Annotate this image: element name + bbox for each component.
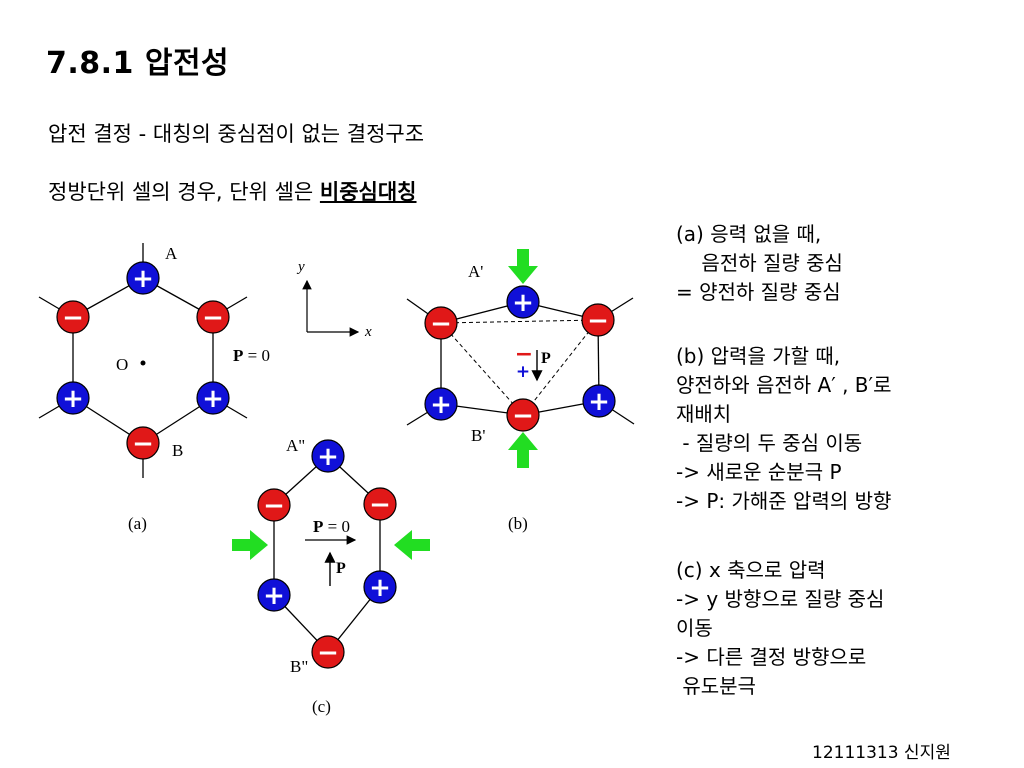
arrow-icon xyxy=(508,432,538,468)
ion-positive: + xyxy=(126,261,160,295)
charge-sign: + xyxy=(202,384,224,414)
ion-negative: − xyxy=(257,488,291,522)
tetragonal-text: 정방단위 셀의 경우, 단위 셀은 비중심대칭 xyxy=(48,176,417,206)
ion-negative: − xyxy=(581,303,615,337)
label-a-center: O xyxy=(116,355,128,374)
definition-text: 압전 결정 - 대칭의 중심점이 없는 결정구조 xyxy=(48,122,425,146)
center-negative-sign: − xyxy=(515,342,533,367)
axes: y x xyxy=(296,259,372,340)
polarization-c-value: = 0 xyxy=(323,517,350,536)
ion-negative: − xyxy=(506,398,540,432)
charge-sign: − xyxy=(317,638,339,668)
tetragonal-text-prefix: 정방단위 셀의 경우, 단위 셀은 xyxy=(48,180,320,204)
arrow-icon xyxy=(232,530,268,560)
description-b: (b) 압력을 가할 때, 양전하와 음전하 A′ , B′로 재배치 - 질량… xyxy=(676,344,892,513)
charge-sign: − xyxy=(369,490,391,520)
charge-sign: + xyxy=(588,387,610,417)
charge-sign: + xyxy=(512,288,534,318)
x-axis-label: x xyxy=(364,324,372,340)
ion-positive: + xyxy=(363,570,397,604)
charge-sign: + xyxy=(317,442,339,472)
figure-a: A B O P = 0 (a) + − + − + − xyxy=(38,243,270,533)
polarization-b-symbol: P xyxy=(541,350,551,367)
label-b-bottom: B' xyxy=(471,426,485,445)
ion-positive: + xyxy=(196,381,230,415)
arrow-icon xyxy=(394,530,430,560)
figure-b-triangle xyxy=(440,319,599,416)
charge-sign: − xyxy=(132,429,154,459)
charge-sign: − xyxy=(62,303,84,333)
ion-positive: + xyxy=(582,384,616,418)
charge-sign: − xyxy=(430,309,452,339)
noncentrosymmetric-emphasis: 비중심대칭 xyxy=(319,180,417,204)
charge-sign: + xyxy=(430,390,452,420)
label-c-bottom: B" xyxy=(290,657,308,676)
figure-c: P = 0 P A" B" (c) + − + − + − xyxy=(232,436,430,716)
center-dot xyxy=(140,360,146,366)
figure-b: − + P A' B' (b) + − + − + − xyxy=(406,249,635,533)
charge-sign: − xyxy=(512,401,534,431)
ion-negative: − xyxy=(196,300,230,334)
ion-negative: − xyxy=(56,300,90,334)
charge-sign: − xyxy=(263,491,285,521)
caption-c: (c) xyxy=(312,697,331,716)
polarization-a-symbol: P xyxy=(233,346,243,365)
polarization-a-value: = 0 xyxy=(243,346,270,365)
arrow-icon xyxy=(508,249,538,284)
charge-sign: + xyxy=(132,264,154,294)
ion-positive: + xyxy=(257,578,291,612)
center-positive-sign: + xyxy=(516,362,530,382)
ion-negative: − xyxy=(126,426,160,460)
charge-sign: + xyxy=(369,573,391,603)
polarization-c2-symbol: P xyxy=(336,560,346,577)
ion-negative: − xyxy=(311,635,345,669)
ion-positive: + xyxy=(56,381,90,415)
label-b-top: A' xyxy=(468,262,483,281)
charge-sign: + xyxy=(263,581,285,611)
label-a-bottom: B xyxy=(172,441,183,460)
polarization-a: P = 0 xyxy=(233,346,270,365)
y-axis-label: y xyxy=(296,259,305,275)
description-a: (a) 응력 없을 때, 음전하 질량 중심 = 양전하 질량 중심 xyxy=(676,222,843,304)
charge-sign: − xyxy=(587,306,609,336)
caption-a: (a) xyxy=(128,514,147,533)
charge-sign: − xyxy=(202,303,224,333)
description-c: (c) x 축으로 압력 -> y 방향으로 질량 중심 이동 -> 다른 결정… xyxy=(676,558,885,698)
polarization-c-symbol: P xyxy=(313,517,323,536)
author-footer: 12111313 신지원 xyxy=(812,743,951,763)
ion-positive: + xyxy=(311,439,345,473)
ion-negative: − xyxy=(424,306,458,340)
charge-sign: + xyxy=(62,384,84,414)
ion-positive: + xyxy=(424,387,458,421)
label-c-top: A" xyxy=(286,436,305,455)
ion-negative: − xyxy=(363,487,397,521)
polarization-c: P = 0 xyxy=(313,517,350,536)
caption-b: (b) xyxy=(508,514,528,533)
label-a-top: A xyxy=(165,244,178,263)
slide-title: 7.8.1 압전성 xyxy=(46,46,230,81)
figure-c-bonds xyxy=(273,455,381,653)
ion-positive: + xyxy=(506,285,540,319)
